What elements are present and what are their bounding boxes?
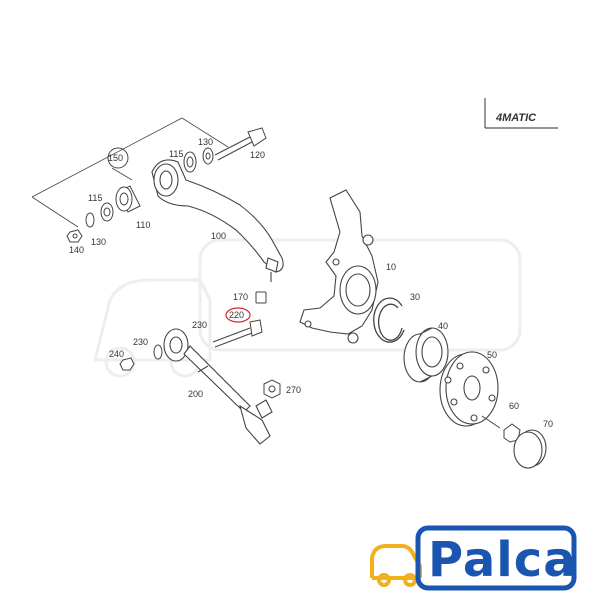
label-60: 60 [509, 401, 519, 411]
nut-240 [119, 357, 135, 371]
4matic-badge: 4MATIC [484, 98, 558, 129]
dust-cap-70 [513, 429, 547, 469]
wheel-bearing-40 [403, 327, 449, 383]
wheel-hub-50 [439, 351, 499, 427]
steering-knuckle-10 [299, 189, 379, 344]
label-70: 70 [543, 419, 553, 429]
hub-bolt-60 [481, 415, 521, 443]
circlip-30 [373, 297, 405, 343]
label-220: 220 [229, 310, 244, 320]
label-230-lower: 230 [133, 337, 148, 347]
label-270: 270 [286, 385, 301, 395]
label-100: 100 [211, 231, 226, 241]
nut-270 [263, 379, 281, 399]
washer-130-lower [85, 212, 95, 228]
label-140: 140 [69, 245, 84, 255]
label-150: 150 [108, 153, 123, 163]
callout-circle-220 [225, 307, 251, 323]
label-170: 170 [233, 292, 248, 302]
label-200: 200 [188, 389, 203, 399]
label-230-upper: 230 [192, 320, 207, 330]
bolt-220 [212, 319, 263, 348]
label-115-lower: 115 [88, 193, 102, 203]
label-110: 110 [136, 220, 150, 230]
label-10: 10 [386, 262, 396, 272]
car-icon [370, 544, 422, 587]
nut-140 [66, 229, 83, 243]
logo-text: Palca [428, 532, 577, 588]
label-30: 30 [410, 292, 420, 302]
callout-circle-150 [107, 147, 129, 169]
bushing-115-upper [183, 151, 197, 173]
label-130-upper: 130 [198, 137, 213, 147]
label-130-lower: 130 [91, 237, 106, 247]
label-50: 50 [487, 350, 497, 360]
upper-arm-bracket-lines [31, 117, 229, 228]
tension-strut-200 [163, 328, 273, 445]
label-240: 240 [109, 349, 124, 359]
bushing-110 [115, 185, 141, 213]
washer-230-near-arm [153, 344, 163, 360]
nut-170 [255, 291, 267, 304]
4matic-badge-text: 4MATIC [495, 112, 537, 124]
label-115-upper: 115 [169, 149, 183, 159]
washer-130-upper [202, 147, 214, 165]
label-40: 40 [438, 321, 448, 331]
bushing-115-lower [100, 202, 114, 222]
palca-logo: Palca [370, 525, 577, 591]
bolt-120 [214, 127, 267, 161]
part-labels: 150 130 115 120 115 110 130 140 100 170 … [69, 137, 553, 429]
logo-frame [415, 525, 577, 591]
label-120: 120 [250, 150, 265, 160]
control-arm-100 [151, 159, 284, 282]
